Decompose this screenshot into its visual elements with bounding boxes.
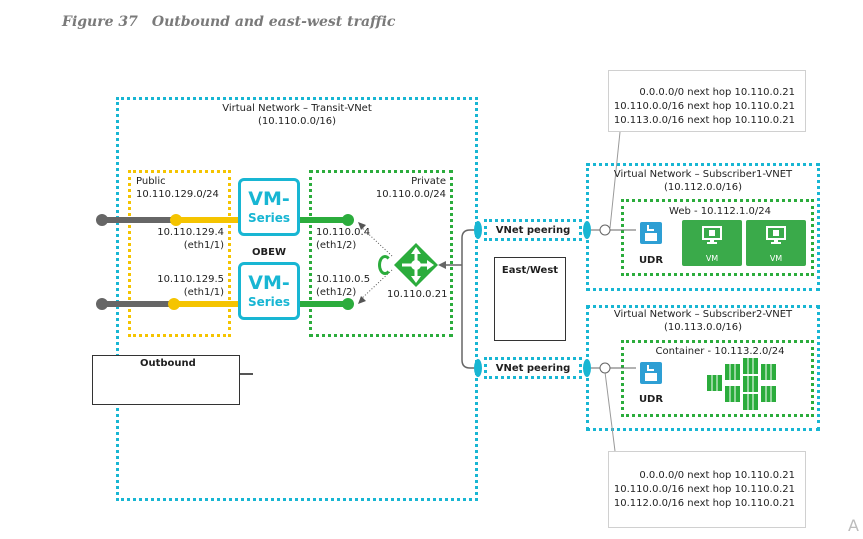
vm-monitor-icon [702,226,722,244]
east-west-legend [494,257,566,341]
fw1-private-ip: 10.110.0.4 [316,227,371,238]
fw1-private-if: (eth1/2) [316,240,357,251]
subscriber1-vnet-name: Virtual Network – Subscriber1-VNET [613,169,793,180]
route-entry: 0.0.0.0/0 next hop 10.110.0.21 [639,470,795,481]
vnet-peering-1 [484,219,582,241]
public-subnet-cidr: 10.110.129.0/24 [136,189,219,200]
figure-caption: Figure 37 Outbound and east-west traffic [62,14,395,30]
fw1-public-ip: 10.110.129.4 [157,227,224,238]
private-subnet-label: Private [411,176,446,187]
fw2-public-if: (eth1/1) [183,287,224,298]
vm-card: VM [746,220,806,266]
outbound-legend [92,355,240,405]
vnet-peering-1-label: VNet peering [495,225,571,236]
vm-label: VM [705,254,719,263]
transit-vnet-name: Virtual Network – Transit-VNet [222,103,372,114]
fw1-public-if: (eth1/1) [183,240,224,251]
figure-number: Figure 37 [62,14,138,30]
transit-vnet-cidr: (10.110.0.0/16) [258,116,336,127]
subscriber2-vnet-name: Virtual Network – Subscriber2-VNET [613,309,793,320]
container-subnet-label: Container - 10.113.2.0/24 [655,346,785,357]
obew-label: OBEW [252,247,286,258]
page-corner-letter: A [848,516,859,535]
subscriber2-vnet-cidr: (10.113.0.0/16) [664,322,742,333]
fw2-private-ip: 10.110.0.5 [316,274,371,285]
private-subnet-box [309,170,453,337]
vm-series-firewall-2: VM- Series [238,262,300,320]
load-balancer-icon [394,243,438,287]
vm-series-brand: VM- [248,272,290,294]
subscriber1-vnet-cidr: (10.112.0.0/16) [664,182,742,193]
vm-monitor-icon [766,226,786,244]
web-subnet-label: Web - 10.112.1.0/24 [669,206,771,217]
vm-series-product: Series [247,295,291,309]
web-subnet-box [621,199,814,276]
figure-title: Outbound and east-west traffic [151,14,396,30]
route-table-subscriber2: 0.0.0.0/0 next hop 10.110.0.21 10.110.0.… [608,451,806,528]
vm-series-brand: VM- [248,188,290,210]
fw2-private-if: (eth1/2) [316,287,357,298]
route-table-subscriber1: 0.0.0.0/0 next hop 10.110.0.21 10.110.0.… [608,70,806,132]
vm-card: VM [682,220,742,266]
vm-label: VM [769,254,783,263]
vnet-peering-2 [484,357,582,379]
udr-icon [640,222,662,244]
public-subnet-label: Public [136,176,166,187]
route-entry: 10.110.0.0/16 next hop 10.110.0.21 [613,484,795,495]
subscriber1-udr-label: UDR [638,255,664,266]
load-balancer-ip: 10.110.0.21 [387,289,448,300]
outbound-label: Outbound [140,358,196,369]
route-entry: 0.0.0.0/0 next hop 10.110.0.21 [639,87,795,98]
subscriber2-udr-label: UDR [638,394,664,405]
vm-series-firewall-1: VM- Series [238,178,300,236]
vm-series-product: Series [247,211,291,225]
fw2-public-ip: 10.110.129.5 [157,274,224,285]
container-cluster-icon [707,358,776,410]
vnet-peering-2-label: VNet peering [495,363,571,374]
route-entry: 10.113.0.0/16 next hop 10.110.0.21 [613,115,795,126]
private-subnet-cidr: 10.110.0.0/24 [375,189,446,200]
udr-icon [640,362,662,384]
public-subnet-box [128,170,231,337]
load-balancer-ring-icon [378,255,392,275]
east-west-label: East/West [501,265,559,276]
transit-vnet-box [116,97,478,501]
route-entry: 10.110.0.0/16 next hop 10.110.0.21 [613,101,795,112]
container-subnet-box [621,340,814,417]
route-entry: 10.112.0.0/16 next hop 10.110.0.21 [613,498,795,509]
